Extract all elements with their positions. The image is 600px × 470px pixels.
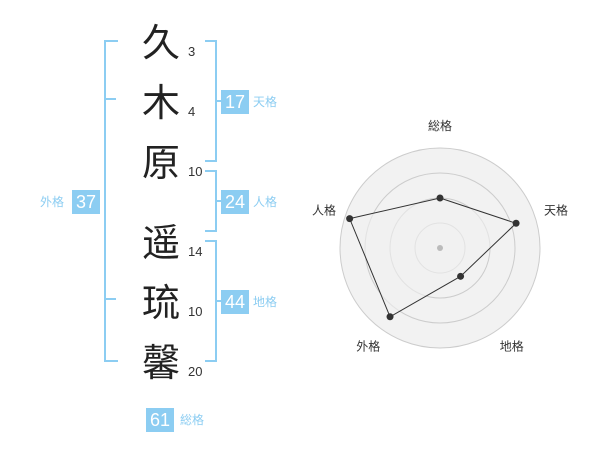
name-character-3: 原 <box>141 141 180 185</box>
name-character-1: 久 <box>141 21 180 65</box>
radar-point-1 <box>436 194 444 202</box>
gaikaku-label: 外格 <box>40 195 65 209</box>
jinkaku-value: 24 <box>221 190 249 214</box>
radar-point-3 <box>457 272 465 280</box>
radar-axis-label-5: 人格 <box>312 202 336 217</box>
chikaku-label: 地格 <box>253 295 278 309</box>
radar-axis-label-3: 地格 <box>500 339 524 354</box>
soukaku-value: 61 <box>146 408 174 432</box>
radar-series-polygon <box>348 197 518 318</box>
jinkaku-bracket-tick <box>215 200 221 202</box>
gaikaku-bracket <box>104 40 118 362</box>
name-character-4: 遥 <box>141 221 180 265</box>
gaikaku-value: 37 <box>72 190 100 214</box>
name-character-2: 木 <box>141 81 180 125</box>
radar-center-dot <box>437 245 443 251</box>
tenkaku-value: 17 <box>221 90 249 114</box>
name-character-5: 琉 <box>141 281 180 325</box>
stroke-count-6: 20 <box>188 364 203 379</box>
jinkaku-label: 人格 <box>253 195 278 209</box>
chikaku-value: 44 <box>221 290 249 314</box>
stroke-count-3: 10 <box>188 164 203 179</box>
stroke-count-5: 10 <box>188 304 203 319</box>
stroke-count-2: 4 <box>188 104 196 119</box>
soukaku-label: 総格 <box>180 413 205 427</box>
gaikaku-bracket-tick <box>104 98 116 100</box>
gaikaku-bracket-tick <box>104 298 116 300</box>
radar-point-2 <box>512 219 520 227</box>
radar-axis-label-4: 外格 <box>356 339 380 354</box>
stroke-count-1: 3 <box>188 44 196 59</box>
stroke-count-4: 14 <box>188 244 203 259</box>
tenkaku-label: 天格 <box>253 95 278 109</box>
tenkaku-bracket-tick <box>215 100 221 102</box>
name-character-6: 馨 <box>141 341 180 385</box>
radar-point-4 <box>386 313 394 321</box>
chikaku-bracket-tick <box>215 300 221 302</box>
radar-axis-label-2: 天格 <box>544 202 568 217</box>
radar-axis-label-1: 総格 <box>428 118 452 133</box>
radar-point-5 <box>346 215 354 223</box>
